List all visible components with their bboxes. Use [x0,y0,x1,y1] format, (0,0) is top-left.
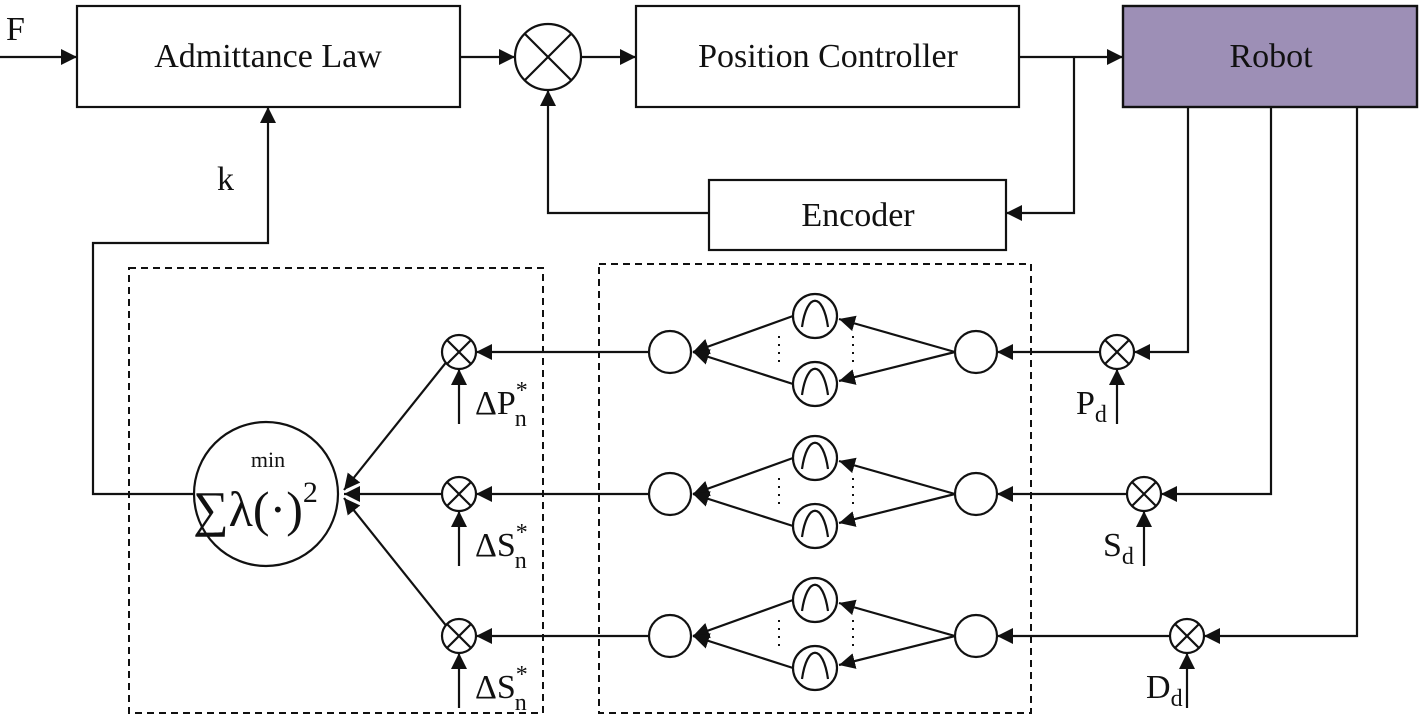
junction-to-objective-arrow-3 [343,497,448,627]
neural-network-region [598,263,1032,714]
gain-feedback-line [91,107,276,496]
delta-label-2: ΔS*n [475,520,528,574]
activation-curve-3-1 [800,583,830,612]
input-to-hidden-1-2 [838,350,956,385]
activation-curve-1-2 [800,367,830,396]
encoder-label: Encoder [801,197,915,234]
robot-label: Robot [1229,38,1313,75]
error-junction-1 [440,333,478,371]
input-to-hidden-2-2 [838,492,956,527]
force-label: F [6,11,25,48]
objective-min-label: min [251,447,285,472]
input-to-hidden-3-2 [838,634,956,669]
reference-junction-1 [1098,333,1136,371]
error-row-1: Pd ΔP*n [343,107,1190,491]
position-controller-label: Position Controller [698,38,958,75]
gain-label: k [217,161,234,198]
network-input-node-3 [953,613,999,659]
robot-block [1121,4,1419,109]
reference-label-1: Pd [1076,385,1107,428]
network-output-node-1 [647,329,693,375]
position-controller-block [634,4,1021,109]
reference-junction-3 [1168,617,1206,655]
hidden-to-output-1-2 [692,349,794,386]
error-row-3: Dd ΔS*n [343,107,1359,716]
delta-label-1: ΔP*n [475,378,528,432]
activation-curve-1-1 [800,299,830,328]
error-junction-2 [440,475,478,513]
reference-label-2: Sd [1103,527,1134,570]
network-output-node-3 [647,613,693,659]
activation-curve-2-2 [800,509,830,538]
admittance-law-block [75,4,462,109]
reference-junction-2 [1125,475,1163,513]
input-to-hidden-1-1 [838,315,956,354]
reference-label-3: Dd [1146,669,1183,712]
error-row-2: Sd ΔS*n [344,107,1273,574]
junction-to-objective-arrow-1 [343,361,448,491]
hidden-to-output-2-1 [692,456,794,497]
hidden-to-output-1-1 [692,314,794,355]
network-output-node-2 [647,471,693,517]
encoder-feedback-branch [1006,57,1076,221]
hidden-to-output-3-1 [692,598,794,639]
encoder-to-sum-arrow [540,90,709,215]
network-input-node-2 [953,471,999,517]
objective-node: min ∑λ(·)2 [192,420,340,568]
input-to-hidden-3-1 [838,599,956,638]
delta-label-3: ΔS*n [475,662,528,716]
summing-junction-main [513,22,583,92]
input-to-hidden-2-1 [838,457,956,496]
robot-output-tap-3 [1204,107,1359,644]
hidden-to-output-3-2 [692,633,794,670]
hidden-to-output-2-2 [692,491,794,528]
activation-curve-3-2 [800,651,830,680]
network-input-node-1 [953,329,999,375]
robot-output-tap-2 [1161,107,1273,502]
optimizer-region [128,267,544,714]
error-junction-3 [440,617,478,655]
admittance-law-label: Admittance Law [154,38,382,75]
activation-curve-2-1 [800,441,830,470]
robot-output-tap-1 [1134,107,1190,360]
objective-expression: ∑λ(·)2 [193,476,318,537]
